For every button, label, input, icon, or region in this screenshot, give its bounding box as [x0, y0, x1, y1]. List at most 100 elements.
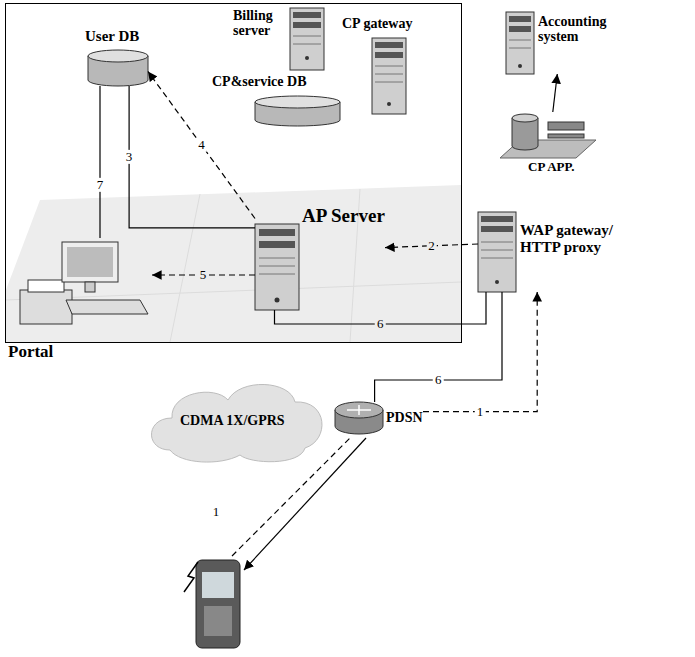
server-line [481, 258, 513, 259]
node-label: WAP gateway/ HTTP proxy [520, 222, 638, 255]
monitor-icon [62, 242, 118, 282]
server-bay [259, 229, 295, 236]
printer-paper [28, 280, 64, 292]
floor-plane [6, 185, 461, 342]
node-label: CDMA 1X/GPRS [180, 413, 285, 428]
label-holder: 3 [124, 150, 135, 164]
database-icon [255, 96, 340, 108]
server-led [305, 56, 309, 60]
flow-wire [232, 438, 350, 556]
label-holder: User DB [85, 28, 139, 45]
label-holder: PDSN [386, 410, 423, 425]
server-line [481, 242, 513, 243]
node-label: PDSN [386, 410, 423, 425]
floor-grid [170, 194, 200, 342]
callout-number: 2 [426, 239, 437, 253]
server-bay [293, 22, 321, 28]
server-bay [375, 52, 403, 58]
database-icon [88, 50, 148, 62]
database-icon [512, 118, 538, 150]
phone-keypad [204, 606, 232, 636]
label-holder: Portal [8, 343, 53, 362]
server-icon [290, 8, 324, 70]
connector [129, 86, 255, 228]
server-icon [372, 38, 406, 114]
radio-bolt [184, 562, 198, 592]
callout-number: 6 [433, 373, 444, 387]
connector [148, 72, 255, 219]
server-line [259, 266, 295, 267]
label-holder: 6 [433, 373, 444, 387]
label-holder: 2 [426, 239, 437, 253]
label-holder: 7 [95, 178, 106, 192]
keyboard-icon [66, 300, 148, 314]
router-arrow [358, 405, 360, 415]
node-label: AP Server [302, 206, 385, 227]
network-cloud-shape [151, 384, 321, 462]
callout-number: 4 [196, 138, 207, 152]
label-holder: 6 [375, 317, 386, 331]
label-holder: AP Server [302, 206, 385, 227]
node-label: Billing server [233, 8, 288, 39]
label-holder: CDMA 1X/GPRS [180, 413, 285, 428]
callout-number: 1 [211, 505, 222, 519]
phone-screen [202, 572, 234, 598]
connector [375, 292, 502, 402]
label-holder: Accounting system [538, 14, 620, 45]
server-bay [481, 226, 513, 232]
flow-wire [99, 86, 100, 238]
server-bay [259, 241, 295, 248]
server-bay [509, 26, 531, 32]
label-holder: 1 [211, 505, 222, 519]
label-holder: 1 [475, 404, 486, 418]
server-line [509, 48, 531, 49]
node-label: CP gateway [342, 16, 412, 31]
server-led [275, 298, 280, 303]
callout-number: 3 [124, 150, 135, 164]
label-holder: CP gateway [342, 16, 412, 31]
server-bay [509, 16, 531, 22]
label-holder: 4 [196, 138, 207, 152]
label-holder: WAP gateway/ HTTP proxy [520, 222, 638, 255]
label-holder: 5 [198, 268, 209, 282]
server-node: Billing server [233, 8, 324, 70]
router-node: PDSN [335, 402, 423, 434]
connector [423, 292, 537, 412]
callout-number: 7 [95, 178, 106, 192]
server-led [387, 102, 391, 106]
monitor-stand [85, 282, 95, 292]
server-node: Accounting system [506, 12, 620, 74]
callout-number: 6 [375, 317, 386, 331]
database-node: CP&service DB [212, 74, 340, 126]
node-label: Accounting system [538, 14, 620, 45]
server-bay [375, 42, 403, 48]
server-node: CP gateway [342, 16, 413, 114]
server-line [259, 258, 295, 259]
rack-icon [548, 134, 584, 138]
monitor-screen [67, 247, 113, 277]
node-label: CP&service DB [212, 74, 306, 89]
server-icon [506, 12, 534, 74]
label-holder: Billing server [233, 8, 288, 39]
server-line [293, 44, 321, 45]
database-node: CP APP. [500, 112, 596, 175]
server-line [481, 250, 513, 251]
node-label: Portal [8, 343, 53, 362]
rack-icon [548, 122, 584, 130]
server-line [509, 40, 531, 41]
label-holder: CP APP. [528, 160, 574, 174]
floor-grid [6, 282, 461, 300]
gateway-node: WAP gateway/ HTTP proxy [478, 212, 638, 292]
node-label: User DB [85, 28, 139, 45]
network-cloud: CDMA 1X/GPRS [148, 380, 326, 464]
callout-number: 1 [475, 404, 486, 418]
portal-region: User DB Billing server CP gatewayCP&servic… [5, 3, 462, 343]
server-led [495, 280, 499, 284]
server-bay [293, 12, 321, 18]
server-bay [481, 216, 513, 222]
server-line [375, 82, 403, 83]
